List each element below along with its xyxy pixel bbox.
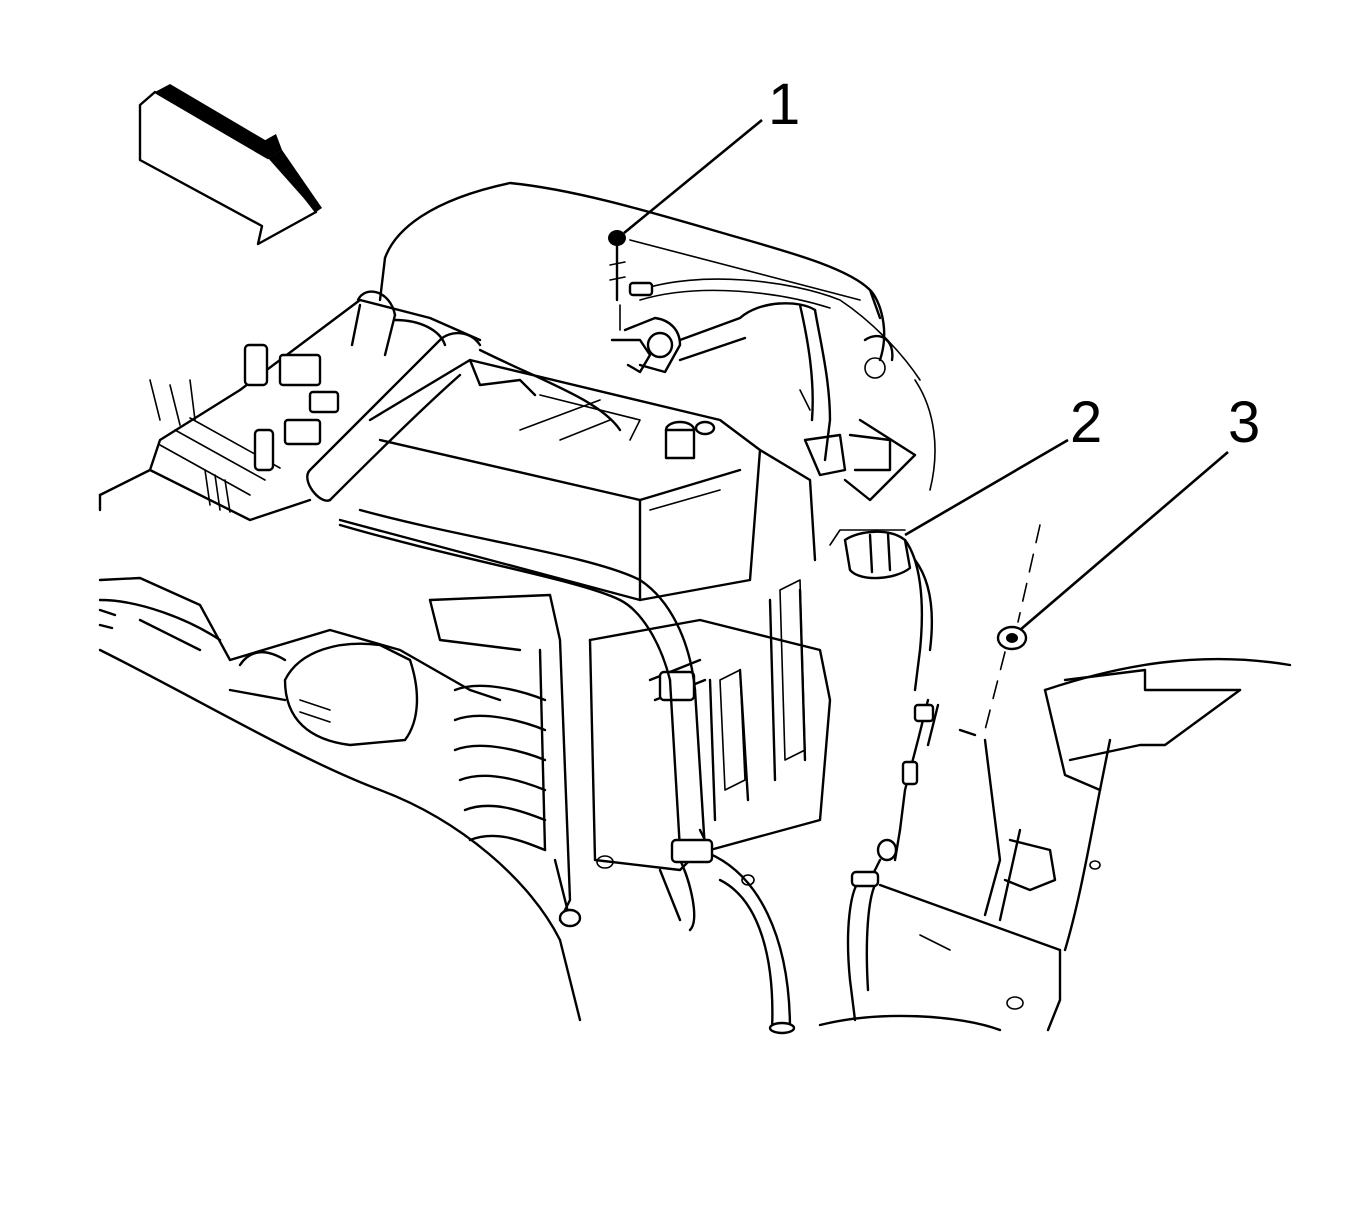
battery-cable: [610, 278, 936, 491]
bolt: [608, 230, 626, 331]
harness-connector: [829, 529, 934, 692]
leader-lines: [623, 118, 1229, 631]
electronic-module: [98, 576, 582, 1022]
fuse-block: [98, 298, 482, 522]
ground-lead: [846, 698, 940, 1022]
nut: [984, 524, 1041, 731]
battery: [338, 358, 817, 602]
fender-clip: [799, 334, 917, 502]
lower-hose: [338, 348, 714, 864]
battery-tray: [588, 579, 832, 1035]
hose: [306, 290, 482, 502]
callout-3: 3: [1228, 390, 1260, 455]
callout-1: 1: [768, 72, 800, 137]
callout-2: 2: [1070, 390, 1102, 455]
body-panel: [878, 657, 1292, 1032]
battery-cover: [378, 181, 886, 362]
view-direction-arrow-icon: [138, 84, 322, 246]
radiator-bracket: [98, 593, 582, 928]
lower-housing: [596, 855, 1002, 1032]
